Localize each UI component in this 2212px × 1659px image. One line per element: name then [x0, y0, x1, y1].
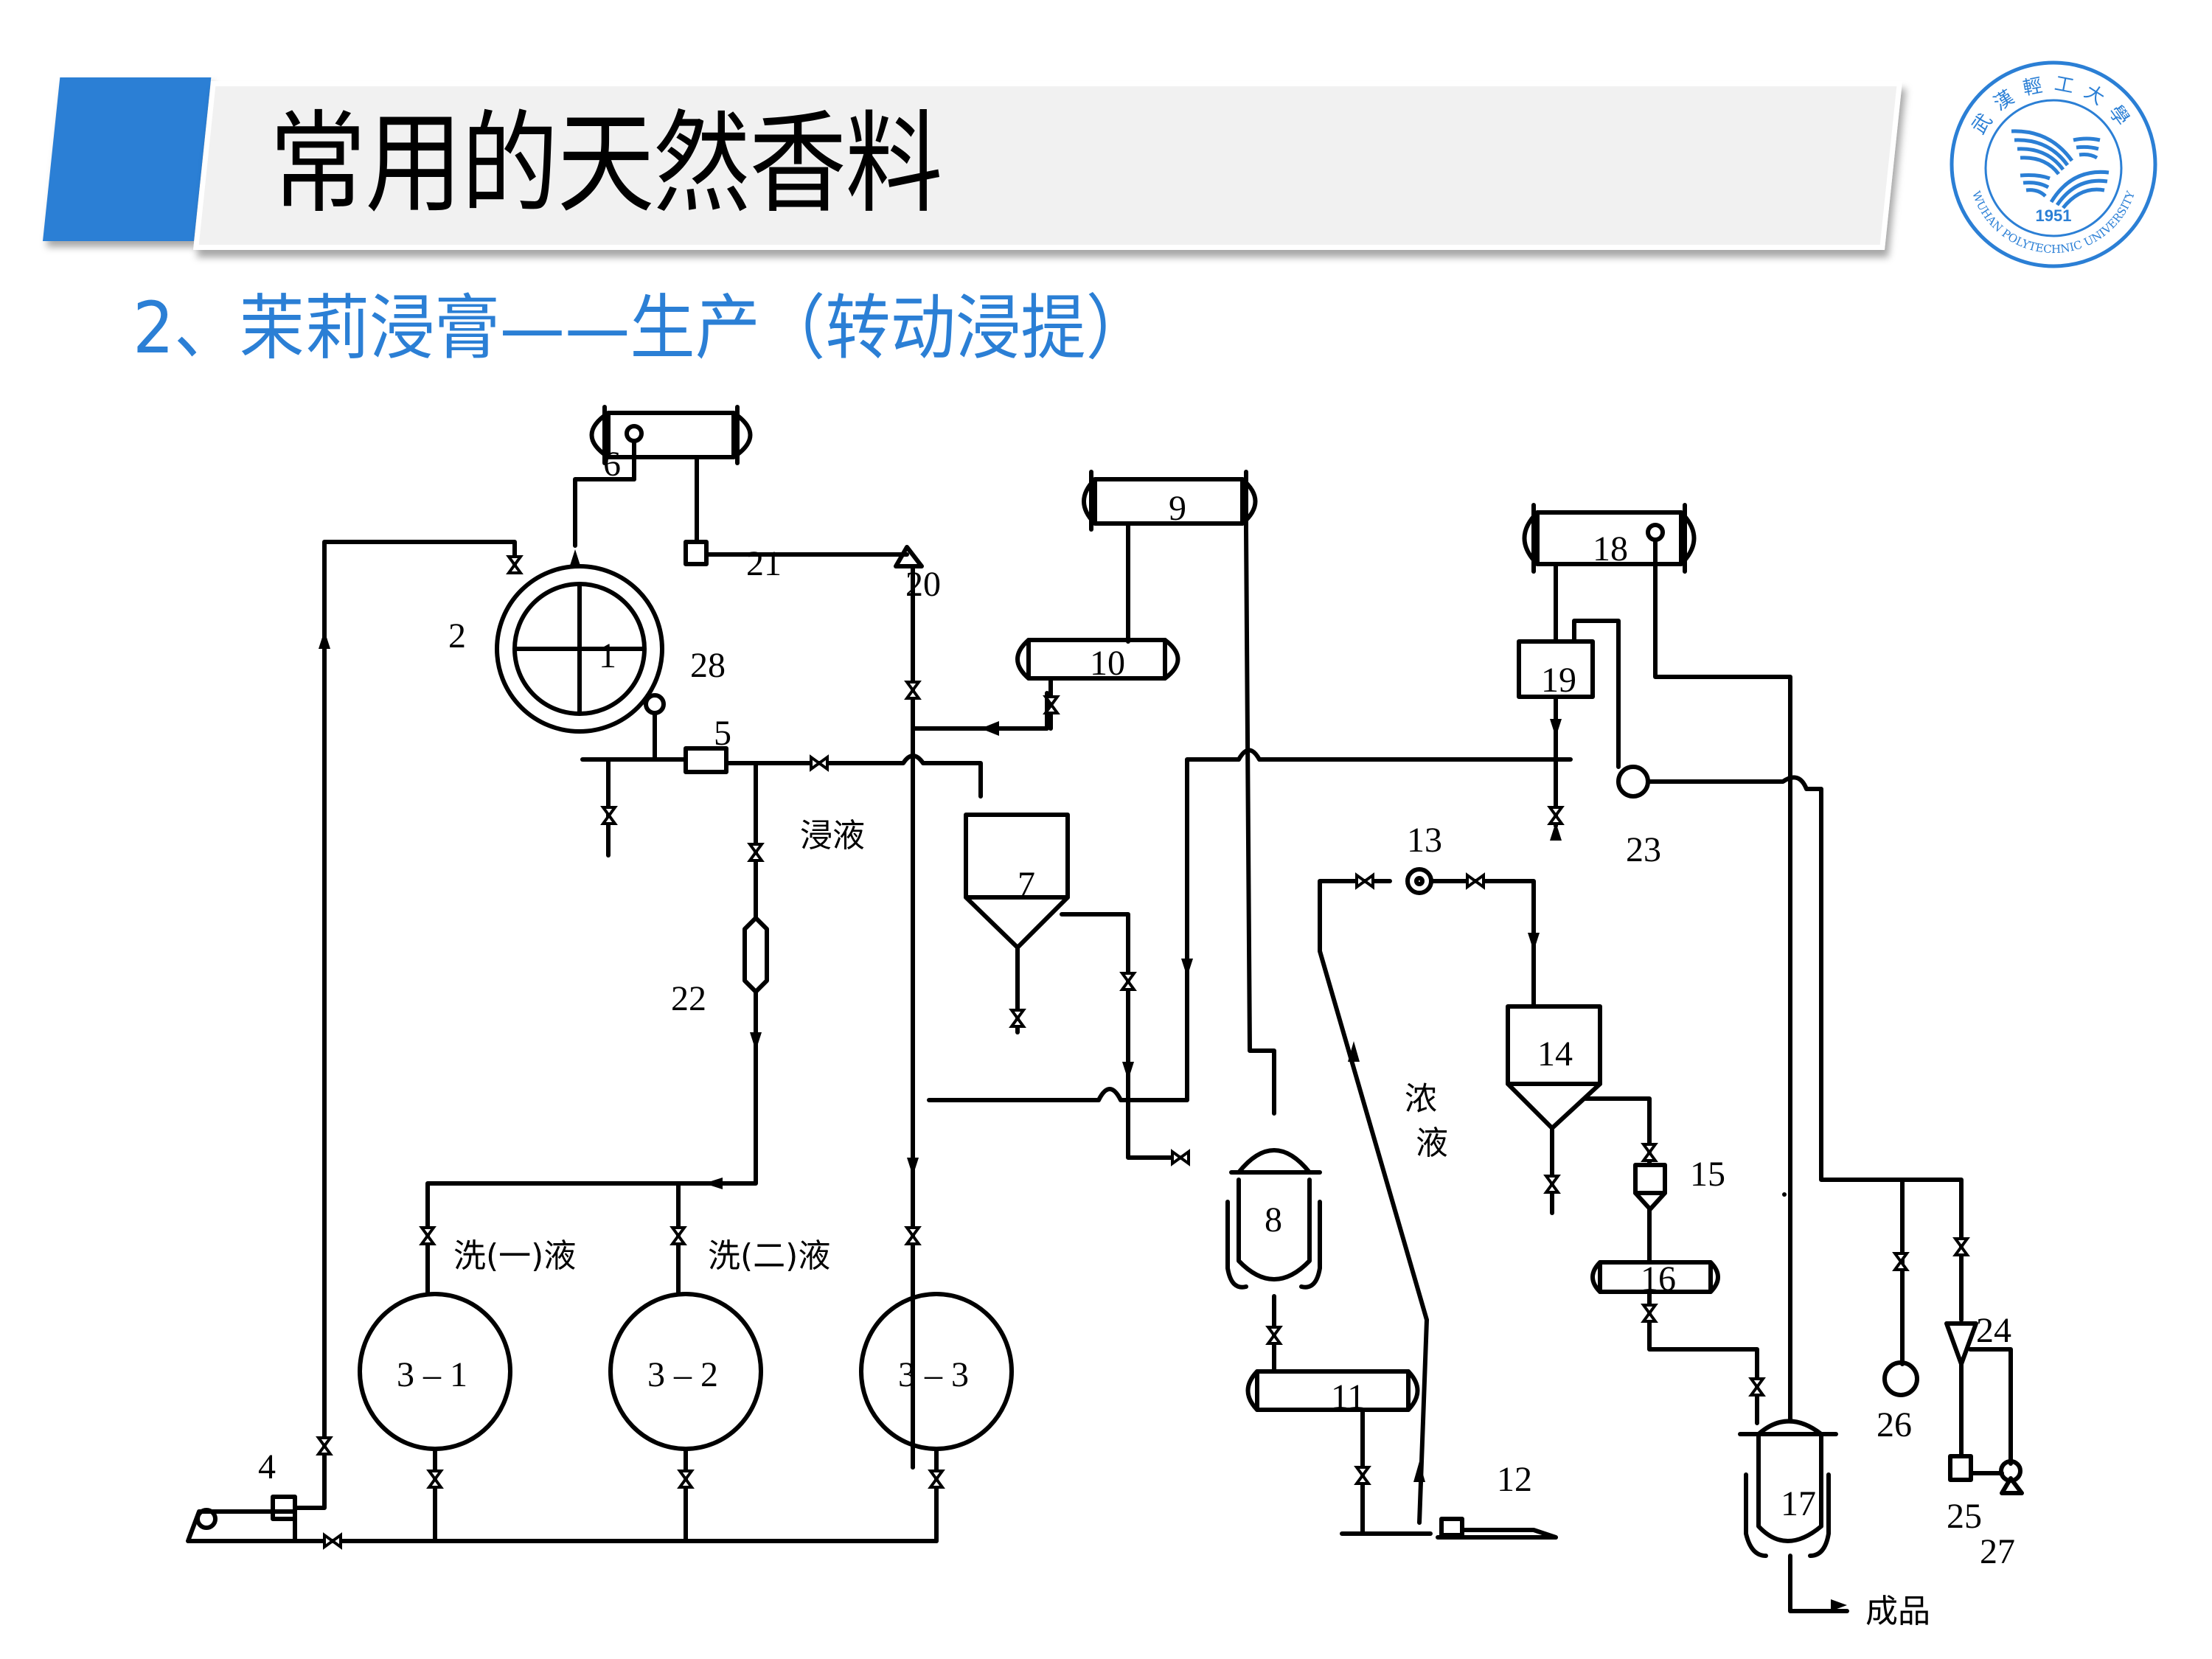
label-13: 13 [1407, 821, 1442, 860]
label-8: 8 [1265, 1200, 1282, 1239]
condenser-6 [589, 405, 753, 481]
label-4: 4 [258, 1447, 276, 1486]
pipe [1318, 879, 1429, 1525]
label-19: 19 [1541, 661, 1576, 700]
label-12: 12 [1497, 1460, 1532, 1499]
label-28: 28 [690, 646, 726, 685]
slide-subtitle: 2、茉莉浸膏——生产（转动浸提） [133, 287, 1151, 369]
arrow-down-icon [1181, 959, 1193, 977]
valves [316, 555, 1970, 1550]
label-6: 6 [603, 445, 621, 484]
label-2: 2 [448, 616, 466, 655]
controller-21 [684, 540, 709, 566]
sight-glass-22 [742, 916, 769, 994]
arrow-down-icon [1528, 933, 1540, 951]
vessel-26 [1882, 1360, 1919, 1397]
settling-tank-7 [964, 813, 1070, 1034]
arrow-left-icon [704, 1178, 723, 1189]
label-16: 16 [1641, 1259, 1676, 1298]
pump-13 [1405, 867, 1433, 895]
arrow-up-icon [569, 549, 581, 568]
label-21: 21 [746, 544, 782, 583]
pipe [1900, 1178, 1964, 1322]
arrow-up-icon [1413, 1461, 1425, 1482]
condenser-18 [1522, 503, 1697, 574]
label-1: 1 [599, 636, 616, 675]
label-25: 25 [1947, 1497, 1982, 1536]
label-product: 成品 [1865, 1593, 1930, 1630]
flow-arrows [319, 549, 1847, 1611]
pipe [433, 1447, 939, 1543]
pipe [1429, 879, 1536, 1009]
receiver-11 [1245, 1369, 1433, 1536]
filter-5 [684, 746, 728, 774]
label-soak-liquid: 浸液 [800, 817, 865, 855]
arrow-up-icon [1348, 1041, 1360, 1062]
arrow-left-icon [981, 721, 999, 736]
arrow-right-icon [1831, 1599, 1847, 1611]
label-concentrate-1: 浓 [1405, 1080, 1437, 1118]
label-22: 22 [671, 979, 706, 1018]
pipe [927, 748, 1573, 1102]
condenser-9 [1082, 470, 1258, 532]
pipe [1968, 1347, 2013, 1466]
arrow-down-icon [1550, 719, 1562, 737]
label-wash-2: 洗(二)液 [708, 1237, 830, 1275]
logo-book-icon [2011, 129, 2110, 209]
university-logo: 武漢輕工大學 WUHAN POLYTECHNIC UNIVERSITY 1951 [1950, 60, 2157, 268]
pump-12 [1436, 1517, 1558, 1540]
label-14: 14 [1537, 1034, 1573, 1074]
pipe [724, 754, 983, 799]
logo-outer-ring [1950, 60, 2157, 268]
receiver-16 [1590, 1207, 1759, 1425]
tank-25 [1948, 1454, 1973, 1482]
pipe [1572, 619, 1621, 769]
label-concentrate-2: 液 [1416, 1124, 1448, 1162]
logo-year: 1951 [2036, 206, 2072, 225]
pipe [1646, 775, 1905, 1366]
logo-inner-ring [1984, 99, 2123, 237]
arrow-up-icon [319, 630, 330, 649]
label-wash-1: 洗(一)液 [453, 1237, 576, 1275]
pipe [1244, 527, 1276, 1116]
label-10: 10 [1090, 644, 1125, 683]
arrow-down-icon [750, 1032, 762, 1051]
label-24: 24 [1976, 1311, 2011, 1350]
label-18: 18 [1593, 529, 1628, 568]
arrow-down-icon [907, 1158, 919, 1176]
label-7: 7 [1018, 865, 1035, 904]
pipe [1583, 1096, 1652, 1167]
pipe [911, 691, 1049, 731]
rotary-extractor-1 [495, 564, 666, 734]
label-15: 15 [1690, 1155, 1725, 1194]
ejector-24 [1944, 1321, 1978, 1366]
pipe [573, 477, 636, 548]
label-26: 26 [1877, 1405, 1912, 1444]
reactor-17 [1738, 1419, 1849, 1613]
label-20: 20 [905, 565, 941, 604]
pump-4 [186, 1487, 327, 1543]
label-5: 5 [714, 714, 731, 753]
label-3-3: 3 – 3 [898, 1355, 969, 1394]
pipe [1653, 538, 1792, 1422]
slide-title: 常用的天然香料 [269, 100, 942, 229]
label-23: 23 [1626, 830, 1661, 869]
label-11: 11 [1331, 1377, 1365, 1416]
label-17: 17 [1781, 1484, 1816, 1523]
arrow-down-icon [1122, 1062, 1134, 1080]
label-3-2: 3 – 2 [647, 1355, 718, 1394]
vessel-23 [1616, 765, 1650, 799]
pipe [425, 761, 758, 1226]
label-9: 9 [1169, 489, 1186, 528]
valve-20 [894, 545, 924, 568]
pipe [1060, 912, 1182, 1160]
arrow-up-icon [1550, 822, 1562, 841]
filter-15 [1633, 1163, 1667, 1211]
label-3-1: 3 – 1 [397, 1355, 467, 1394]
pipe [322, 540, 517, 1492]
label-27: 27 [1980, 1532, 2015, 1571]
